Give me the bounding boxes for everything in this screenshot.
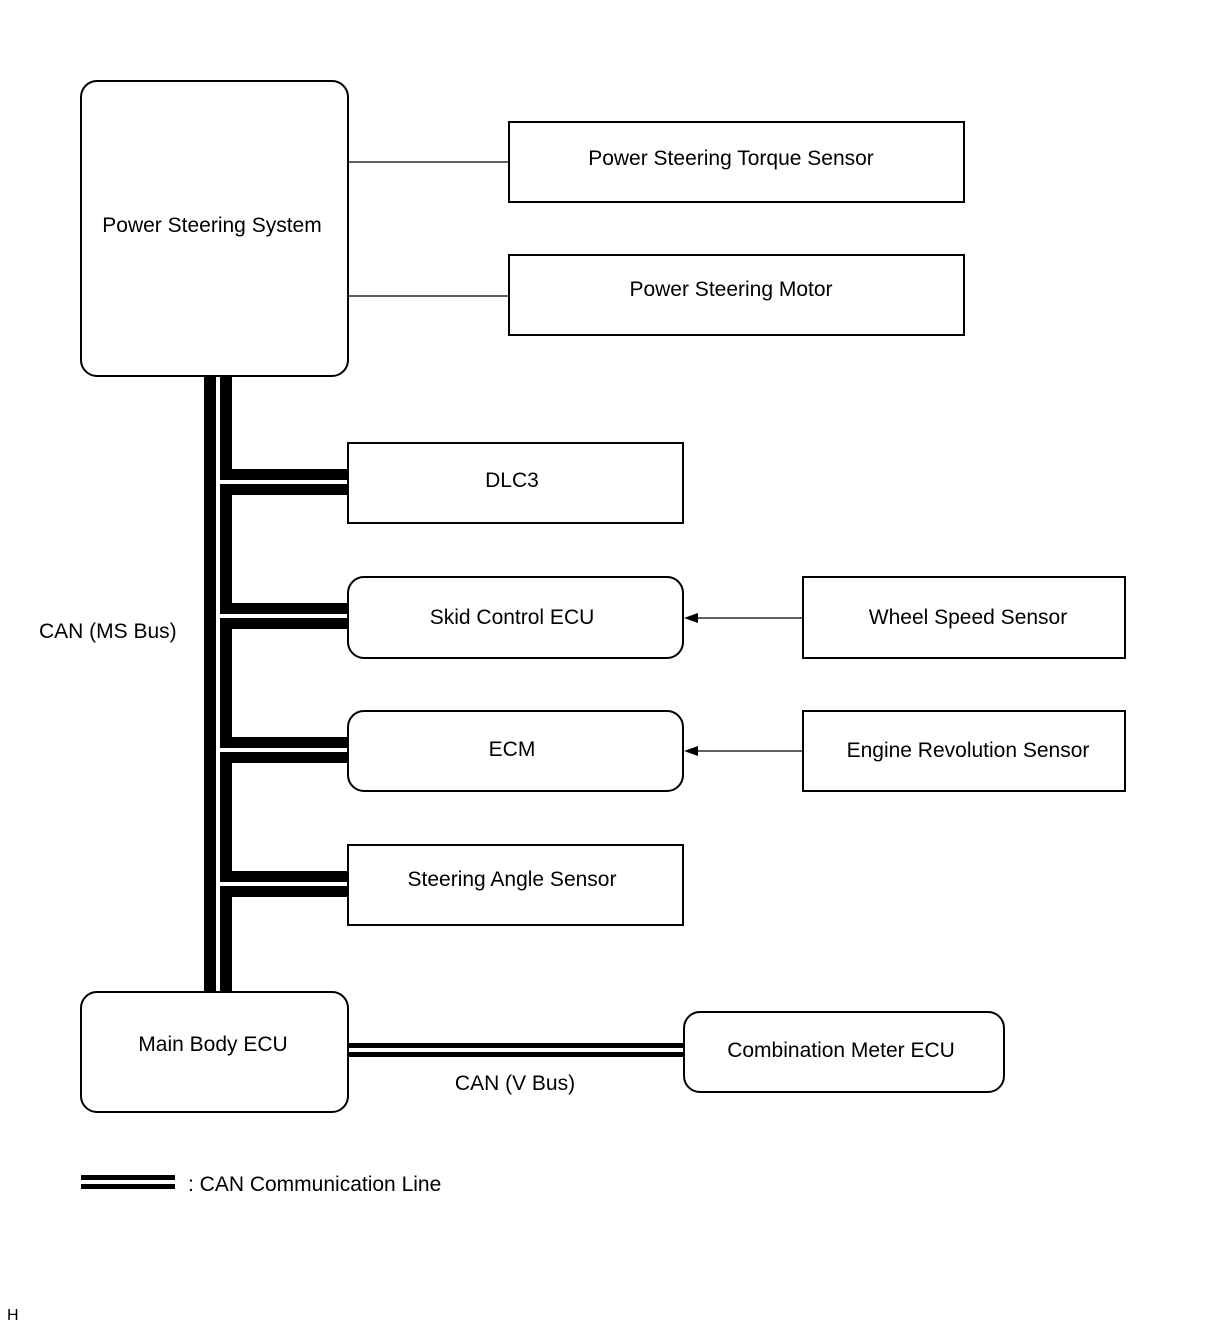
power-steering-system-label: Power Steering System	[102, 214, 321, 237]
skid-control-ecu-box: Skid Control ECU	[347, 576, 684, 659]
motor-label: Power Steering Motor	[629, 278, 832, 301]
wheel-speed-sensor-box: Wheel Speed Sensor	[802, 576, 1126, 659]
motor-box: Power Steering Motor	[508, 254, 965, 336]
steering-angle-sensor-label: Steering Angle Sensor	[408, 868, 617, 891]
v-bus-label: CAN (V Bus)	[455, 1072, 575, 1095]
steering-angle-sensor-box: Steering Angle Sensor	[347, 844, 684, 926]
dlc3-box: DLC3	[347, 442, 684, 524]
skid-control-ecu-label: Skid Control ECU	[430, 606, 595, 629]
ms-bus-label: CAN (MS Bus)	[39, 620, 177, 643]
torque-sensor-box: Power Steering Torque Sensor	[508, 121, 965, 203]
wheel-speed-signal	[684, 613, 803, 623]
engine-revolution-sensor-label: Engine Revolution Sensor	[847, 739, 1090, 762]
torque-sensor-label: Power Steering Torque Sensor	[588, 147, 874, 170]
engine-revolution-sensor-box: Engine Revolution Sensor	[802, 710, 1126, 792]
ecm-box: ECM	[347, 710, 684, 792]
combination-meter-ecu-label: Combination Meter ECU	[727, 1039, 955, 1062]
legend: : CAN Communication Line	[81, 1173, 441, 1196]
main-body-ecu-label: Main Body ECU	[138, 1033, 287, 1056]
legend-can-line-label: : CAN Communication Line	[188, 1173, 441, 1196]
ms-bus-lines	[204, 376, 348, 992]
engine-revolution-signal	[684, 746, 803, 756]
power-steering-system-box: Power Steering System	[80, 80, 349, 377]
footer-mark: H	[7, 1307, 19, 1324]
ecm-label: ECM	[489, 738, 536, 761]
combination-meter-ecu-box: Combination Meter ECU	[683, 1011, 1005, 1093]
main-body-ecu-box: Main Body ECU	[80, 991, 349, 1113]
dlc3-label: DLC3	[485, 469, 539, 492]
wheel-speed-sensor-label: Wheel Speed Sensor	[869, 606, 1067, 629]
